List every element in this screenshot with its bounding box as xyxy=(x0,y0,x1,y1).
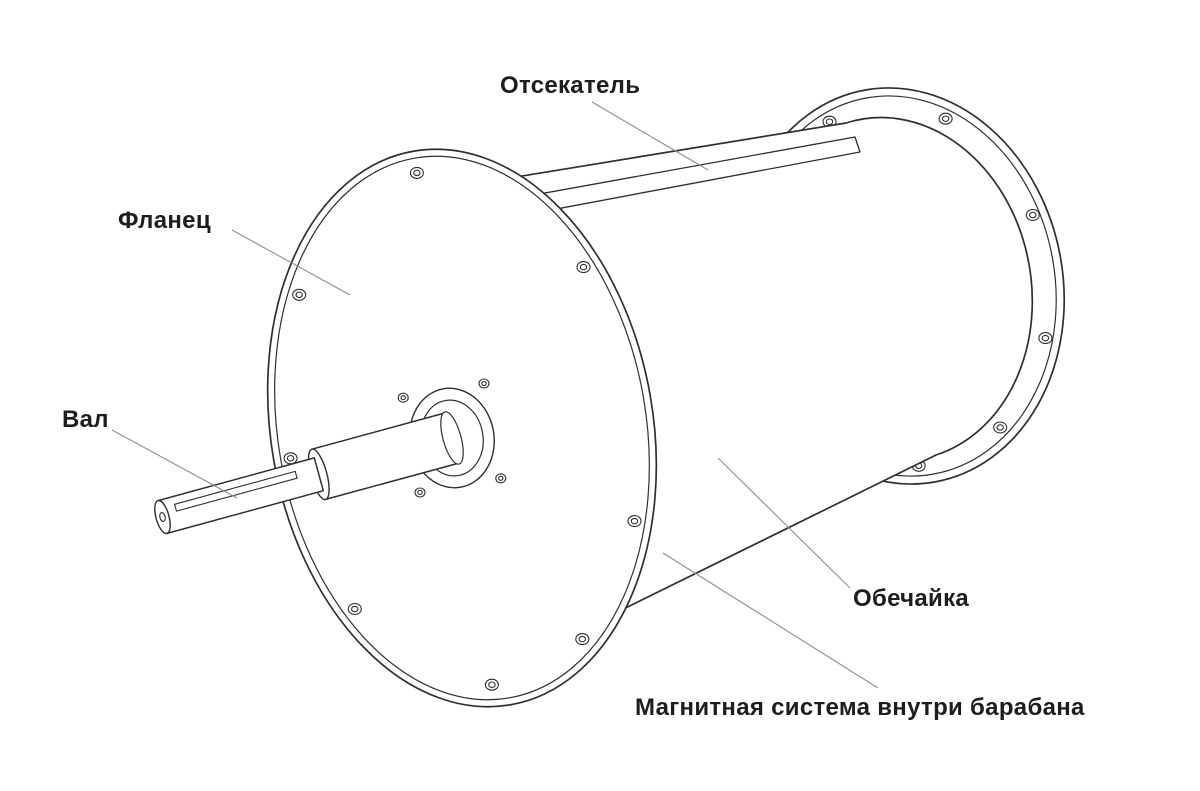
shaft-base-ring xyxy=(440,411,464,465)
hub-bolt xyxy=(478,378,490,389)
leader-line-shaft xyxy=(111,429,238,499)
label-shaft: Вал xyxy=(62,406,109,433)
leader-line-flange xyxy=(231,229,351,296)
hub-bolt xyxy=(414,487,426,498)
rear-flange-bolt xyxy=(938,112,953,126)
shaft-end-cap xyxy=(154,499,171,535)
drum-drawing xyxy=(154,87,1066,708)
shaft-keyway-line xyxy=(174,470,296,505)
leader-line-shell xyxy=(717,457,851,589)
rear-flange-bolt xyxy=(1038,331,1053,345)
label-flange: Фланец xyxy=(118,207,211,234)
leader-line-magnetic xyxy=(662,552,879,689)
leader-lines xyxy=(111,101,879,689)
rear-flange-bolt xyxy=(1025,208,1041,222)
shaft-keyway-end xyxy=(294,470,298,479)
shaft-keyway-line xyxy=(175,477,298,512)
label-magnetic-system: Магнитная система внутри барабана xyxy=(635,694,1085,721)
front-flange-bolt xyxy=(283,451,298,465)
label-shell: Обечайка xyxy=(853,585,970,612)
shaft-keyway-end xyxy=(174,503,178,512)
front-flange-bolt xyxy=(409,166,425,180)
front-flange-bolt xyxy=(574,632,590,646)
hub-bolt xyxy=(494,472,507,484)
rear-flange-bolt xyxy=(992,421,1008,434)
label-cutoff: Отсекатель xyxy=(500,72,641,99)
hub-bolt xyxy=(397,392,410,404)
front-flange-bolt xyxy=(291,288,307,302)
front-flange-bolt xyxy=(627,514,642,528)
front-flange-inner xyxy=(274,155,650,701)
front-flange-bolt xyxy=(484,678,500,692)
leader-line-cutoff xyxy=(591,101,709,171)
shaft-end-hole xyxy=(159,512,166,522)
front-flange-bolt xyxy=(576,260,591,274)
front-flange-bolt xyxy=(347,602,363,616)
